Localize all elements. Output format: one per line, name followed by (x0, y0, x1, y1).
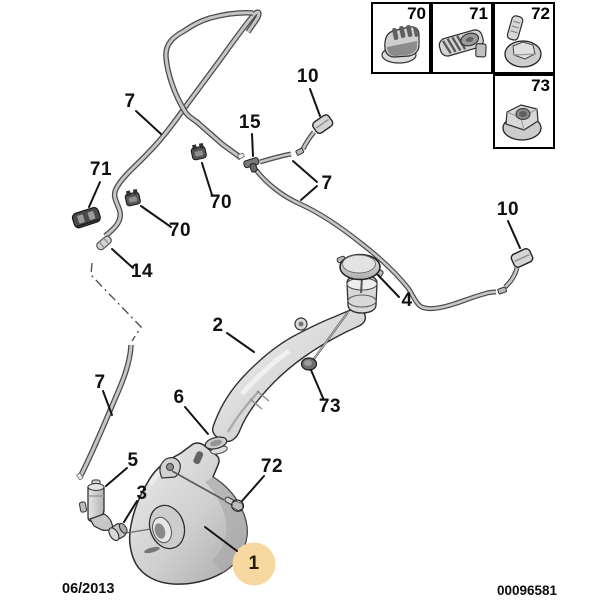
tank-bracket-hole (166, 463, 174, 471)
grommet-3 (108, 522, 152, 542)
callout-3: 3 (136, 483, 148, 504)
leader-15 (251, 133, 254, 157)
footer-date: 06/2013 (62, 581, 115, 597)
filler-cap-4 (336, 253, 384, 294)
leader-7-left (102, 390, 113, 416)
callout-2: 2 (212, 315, 224, 336)
callout-7-left: 7 (94, 372, 106, 393)
leader-lines (88, 88, 521, 552)
callout-7-right: 7 (321, 173, 333, 194)
callout-7-top: 7 (124, 91, 136, 112)
rear-washer-hose-7 (254, 168, 534, 312)
stud-and-nut-73 (300, 311, 349, 371)
callout-15: 15 (238, 112, 262, 133)
pipe-bracket-hole (298, 321, 304, 327)
washer-nozzle-10-top (312, 114, 334, 135)
legend-cell-73: 73 (493, 74, 555, 149)
tube-end-tip (237, 152, 245, 160)
hose-clip-icon (381, 24, 420, 64)
leader-72 (241, 475, 265, 502)
leader-10-top (309, 88, 321, 117)
callout-73: 73 (318, 396, 342, 417)
screw-72 (171, 470, 245, 512)
leader-2 (226, 332, 255, 353)
callout-10-right: 10 (496, 199, 520, 220)
leader-3 (123, 500, 138, 523)
leader-5 (105, 467, 128, 487)
leader-70-lower (140, 205, 172, 228)
clip-70-lower (124, 188, 141, 207)
callout-6: 6 (173, 387, 185, 408)
hose-fitting (497, 286, 508, 295)
legend-cell-70: 70 (371, 2, 431, 74)
inline-connector-14 (96, 235, 112, 251)
supply-tube-7 (76, 9, 262, 481)
leader-4 (377, 274, 400, 298)
clip-70-upper (190, 142, 207, 161)
callout-70-upper: 70 (209, 192, 233, 213)
callout-70-lower: 70 (168, 220, 192, 241)
legend-cell-71: 71 (431, 2, 493, 74)
leader-7-right-b (300, 185, 318, 201)
filler-pipe-2 (211, 308, 367, 443)
legend-label-73: 73 (531, 76, 550, 95)
tee-connector-15 (243, 157, 260, 173)
callout-71: 71 (89, 159, 113, 180)
hose-fitting (295, 147, 305, 156)
legend-label-70: 70 (407, 4, 426, 23)
legend-cell-72: 72 (493, 2, 555, 74)
callout-5: 5 (127, 450, 139, 471)
callout-10-top: 10 (296, 66, 320, 87)
leader-14 (111, 248, 134, 269)
reservoir-1 (128, 442, 248, 585)
tube-end-tip (76, 472, 84, 481)
leader-10-right (507, 220, 521, 249)
flange-screw-icon (504, 15, 542, 68)
leader-71 (88, 181, 101, 208)
seal-6 (204, 436, 228, 455)
tank-slot (144, 546, 160, 554)
callout-1: 1 (248, 553, 260, 574)
footer-doc-number: 00096581 (497, 583, 558, 598)
leader-1 (204, 526, 238, 552)
callout-14: 14 (130, 261, 154, 282)
leader-70-upper (201, 162, 213, 196)
edge-clip-icon (438, 29, 487, 58)
washer-nozzle-10-right (510, 248, 534, 268)
leader-7-right-a (292, 160, 318, 183)
leader-73 (310, 369, 324, 399)
flange-nut-icon (502, 104, 542, 141)
callout-72: 72 (260, 456, 284, 477)
leader-7-top (135, 110, 162, 135)
washer-pump-5 (78, 479, 114, 531)
top-washer-hose-7 (259, 114, 334, 165)
part-1-highlight (232, 542, 276, 586)
hidden-route-dashes (90, 262, 142, 342)
leader-6 (184, 406, 209, 435)
callout-4: 4 (401, 290, 413, 311)
legend-label-71: 71 (469, 4, 488, 23)
clip-71 (71, 206, 101, 229)
legend-label-72: 72 (531, 4, 550, 23)
tank-inlet-slot (193, 451, 204, 465)
